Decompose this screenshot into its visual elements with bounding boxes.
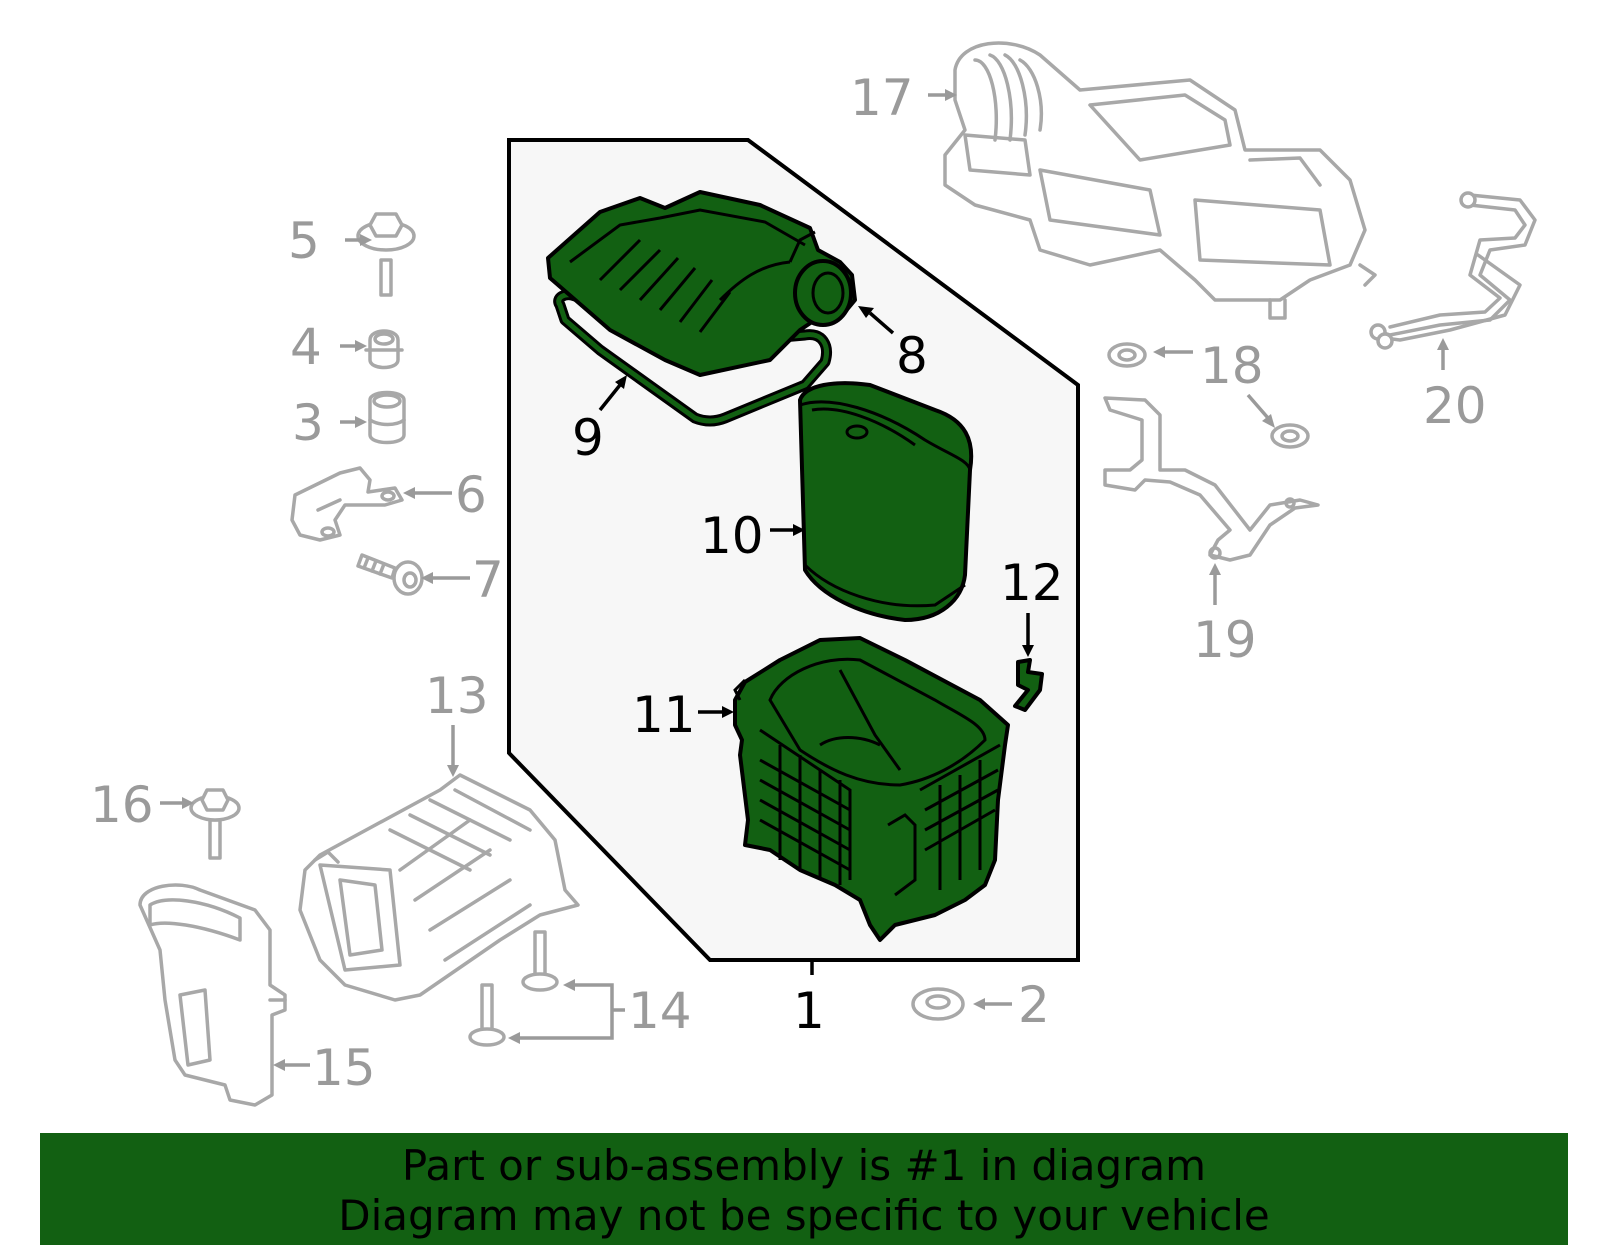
- bolt-icon: [356, 212, 416, 297]
- callout-16: 16: [90, 776, 154, 834]
- lower-duct-icon: [138, 883, 287, 1107]
- grommet-icon: [911, 987, 965, 1021]
- callout-6: 6: [455, 466, 487, 524]
- resonator-duct-icon: [298, 773, 580, 1002]
- callout-15: 15: [312, 1039, 376, 1097]
- callout-12: 12: [1000, 554, 1064, 612]
- air-filter-element-icon: [798, 381, 974, 622]
- callout-8: 8: [896, 327, 928, 385]
- bushing-icon: [368, 390, 406, 445]
- callout-10: 10: [700, 507, 764, 565]
- air-cleaner-cover-icon: [546, 190, 857, 377]
- callout-7: 7: [472, 551, 504, 609]
- bolt-icon: [189, 788, 241, 860]
- washer-icon: [1107, 342, 1310, 449]
- callout-19: 19: [1193, 611, 1257, 669]
- screw-icon: [356, 553, 424, 596]
- air-box-housing-icon: [733, 636, 1010, 942]
- bracket-icon: [1103, 396, 1320, 562]
- callout-14: 14: [628, 982, 692, 1040]
- callout-18: 18: [1200, 337, 1264, 395]
- callout-11: 11: [632, 686, 696, 744]
- callout-5: 5: [288, 212, 320, 270]
- grommet-icon: [364, 329, 404, 370]
- callout-20: 20: [1423, 377, 1487, 435]
- banner-line-1: Part or sub-assembly is #1 in diagram: [401, 1141, 1207, 1190]
- disclaimer-banner: Part or sub-assembly is #1 in diagram Di…: [40, 1133, 1568, 1245]
- callout-1: 1: [793, 982, 825, 1040]
- banner-line-2: Diagram may not be specific to your vehi…: [338, 1191, 1270, 1240]
- mount-bracket-icon: [290, 466, 404, 542]
- callout-3: 3: [292, 394, 324, 452]
- callout-13: 13: [425, 667, 489, 725]
- clip-icon: [1013, 658, 1044, 712]
- callout-17: 17: [850, 69, 914, 127]
- gasket-icon: [553, 289, 832, 427]
- vacuum-hose-icon: [1369, 191, 1537, 350]
- callout-4: 4: [290, 318, 322, 376]
- intake-tube-icon: [943, 41, 1377, 320]
- callout-2: 2: [1018, 976, 1050, 1034]
- pin-icon: [468, 930, 559, 1047]
- callout-9: 9: [572, 409, 604, 467]
- leader-lines: [160, 89, 1449, 1071]
